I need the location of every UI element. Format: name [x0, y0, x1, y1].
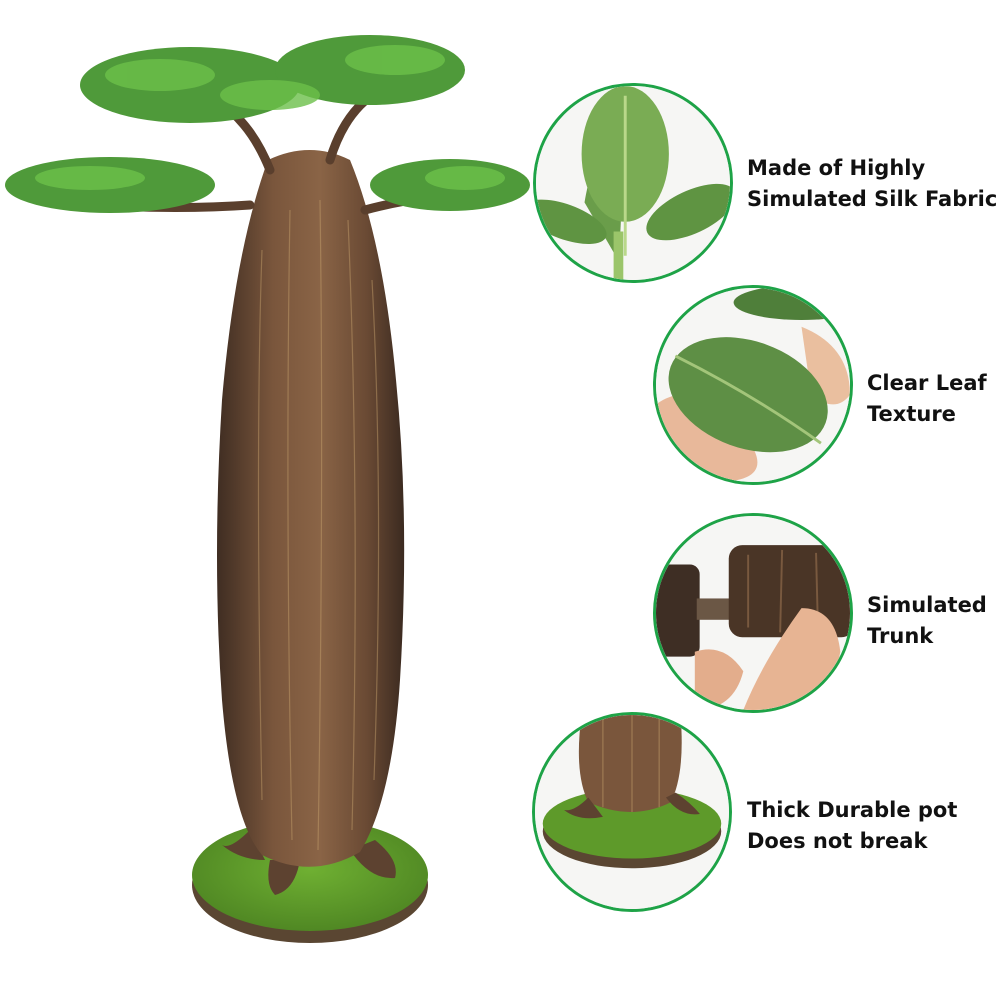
caption-line: Does not break	[747, 829, 928, 853]
caption-line: Texture	[867, 402, 956, 426]
feature-caption-silk-fabric: Made of Highly Simulated Silk Fabric	[747, 153, 997, 215]
feature-image-durable-pot	[532, 712, 732, 912]
feature-caption-durable-pot: Thick Durable pot Does not break	[747, 795, 957, 857]
caption-line: Thick Durable pot	[747, 798, 958, 822]
feature-image-silk-fabric	[533, 83, 733, 283]
feature-caption-leaf-texture: Clear Leaf Texture	[867, 368, 987, 430]
feature-image-simulated-trunk	[653, 513, 853, 713]
feature-image-leaf-texture	[653, 285, 853, 485]
caption-line: Clear Leaf	[867, 371, 987, 395]
feature-caption-simulated-trunk: Simulated Trunk	[867, 590, 987, 652]
caption-line: Trunk	[867, 624, 934, 648]
caption-line: Simulated	[867, 593, 987, 617]
caption-line: Simulated Silk Fabric	[747, 187, 998, 211]
caption-line: Made of Highly	[747, 156, 926, 180]
product-image-baobab-tree	[5, 35, 530, 943]
